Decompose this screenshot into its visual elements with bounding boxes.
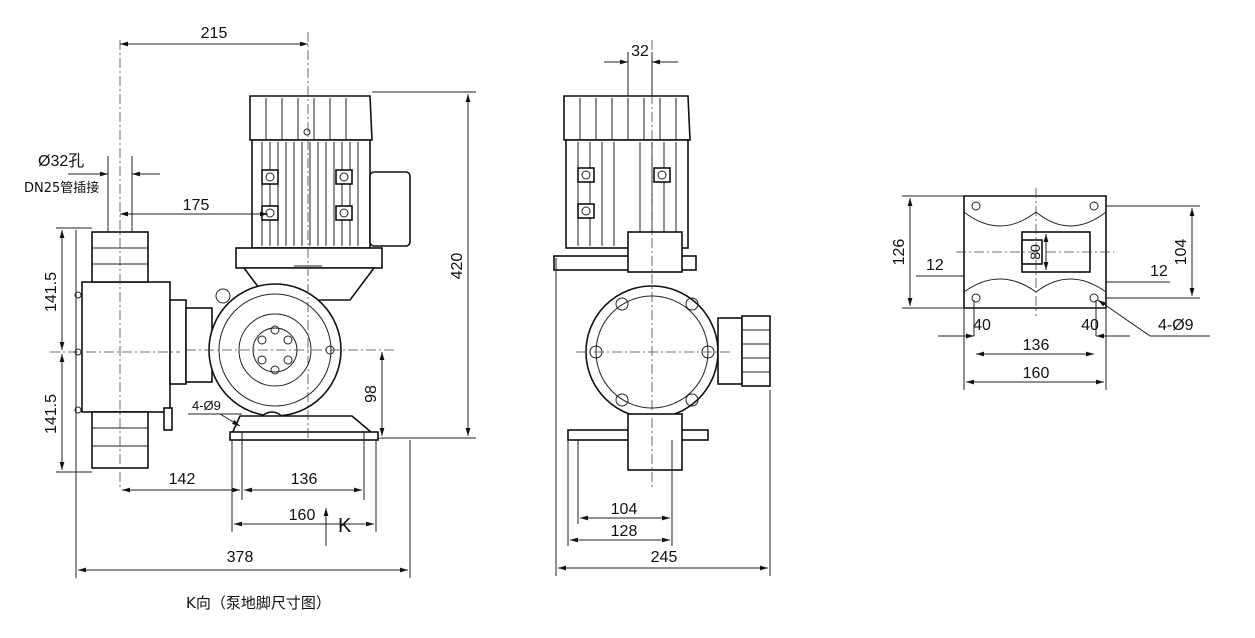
dim-foot-left-inset: 40 — [973, 317, 991, 334]
side-lower-valve — [627, 413, 683, 471]
foot-view: 126 104 80 12 12 40 40 136 160 4-Ø9 — [891, 188, 1210, 390]
dim-lower-half: 141.5 — [43, 394, 60, 434]
motor-body — [235, 139, 411, 269]
dim-foot-width-k: 160 — [1023, 365, 1050, 382]
dim-height: 420 — [449, 253, 466, 280]
dim-foot-hole-spacing-k: 136 — [1023, 337, 1050, 354]
label-k: K — [338, 515, 352, 537]
dim-foot-slot: 80 — [1027, 244, 1043, 260]
dim-top-offset: 32 — [631, 43, 649, 60]
dim-axis-height: 98 — [363, 385, 380, 403]
dim-outer-width: 128 — [611, 523, 638, 540]
dim-total-width-side: 245 — [651, 549, 678, 566]
caption: K向（泵地脚尺寸图） — [186, 594, 331, 612]
dim-foot-width: 160 — [289, 507, 316, 524]
dim-foot-holes: 4-Ø9 — [1158, 317, 1194, 334]
dim-foot-left-edge: 12 — [926, 257, 944, 274]
dim-foot-right-edge: 12 — [1150, 263, 1168, 280]
dim-port-offset: 175 — [183, 197, 210, 214]
dim-upper-half: 141.5 — [43, 272, 60, 312]
side-motor — [553, 95, 697, 271]
dim-total-width: 378 — [227, 549, 254, 566]
dim-foot-right-inset: 40 — [1081, 317, 1099, 334]
dim-top-width: 215 — [201, 25, 228, 42]
gearbox-housing — [208, 283, 342, 439]
front-view: 215 Ø32孔 DN25管插接 175 420 141.5 141.5 4-Ø… — [24, 25, 476, 578]
dim-inner-width: 104 — [611, 501, 638, 518]
dim-bolt-holes: 4-Ø9 — [192, 398, 221, 413]
dim-foot-height: 126 — [891, 239, 908, 266]
dim-port-pipe: DN25管插接 — [24, 180, 99, 196]
motor-top-cap — [249, 95, 373, 141]
dim-left-to-foot: 142 — [169, 471, 196, 488]
side-view: 32 104 128 245 — [553, 40, 771, 576]
side-upper-valve — [627, 231, 683, 273]
base-foot — [228, 415, 381, 441]
dim-port-hole: Ø32孔 — [38, 152, 84, 170]
dim-foot-hole-spacing: 136 — [291, 471, 318, 488]
dim-foot-inner-height: 104 — [1173, 239, 1190, 266]
